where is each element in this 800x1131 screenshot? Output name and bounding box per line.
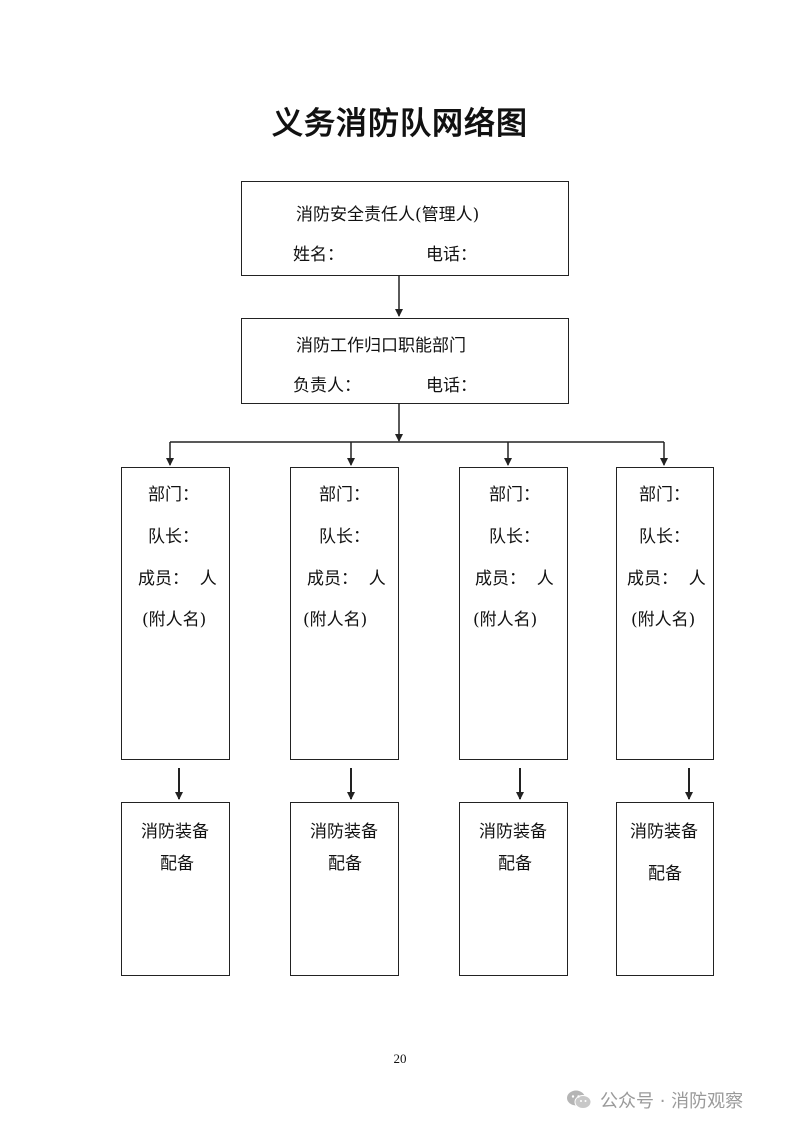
team-members-label: 成员： 人 xyxy=(627,569,706,589)
dept-box: 消防工作归口职能部门 负责人： 电话： xyxy=(241,318,569,404)
equipment-line2: 配备 xyxy=(160,854,194,874)
manager-box: 消防安全责任人(管理人) 姓名： 电话： xyxy=(241,181,569,276)
team-box-4: 部门： 队长： 成员： 人 (附人名) xyxy=(616,467,714,760)
team-names-label: (附人名) xyxy=(142,610,207,630)
equipment-line2: 配备 xyxy=(648,864,682,884)
team-box-3: 部门： 队长： 成员： 人 (附人名) xyxy=(459,467,568,760)
equipment-box-1: 消防装备 配备 xyxy=(121,802,230,976)
manager-heading: 消防安全责任人(管理人) xyxy=(296,205,480,225)
team-captain-label: 队长： xyxy=(319,527,370,547)
team-captain-label: 队长： xyxy=(148,527,199,547)
team-dept-label: 部门： xyxy=(148,485,199,505)
wechat-icon xyxy=(566,1089,592,1111)
equipment-line2: 配备 xyxy=(498,854,532,874)
dept-heading: 消防工作归口职能部门 xyxy=(296,336,466,356)
page-title: 义务消防队网络图 xyxy=(272,106,528,142)
dept-phone-label: 电话： xyxy=(426,376,477,396)
team-box-2: 部门： 队长： 成员： 人 (附人名) xyxy=(290,467,399,760)
equipment-box-2: 消防装备 配备 xyxy=(290,802,399,976)
manager-phone-label: 电话： xyxy=(426,245,477,265)
team-box-1: 部门： 队长： 成员： 人 (附人名) xyxy=(121,467,230,760)
team-names-label: (附人名) xyxy=(473,610,538,630)
team-members-label: 成员： 人 xyxy=(307,569,386,589)
equipment-line1: 消防装备 xyxy=(310,822,378,842)
page-number: 20 xyxy=(393,1051,407,1066)
team-names-label: (附人名) xyxy=(631,610,696,630)
team-captain-label: 队长： xyxy=(489,527,540,547)
equipment-line2: 配备 xyxy=(328,854,362,874)
team-captain-label: 队长： xyxy=(639,527,690,547)
dept-leader-label: 负责人： xyxy=(293,376,361,396)
team-dept-label: 部门： xyxy=(639,485,690,505)
watermark-text: 公众号 · 消防观察 xyxy=(600,1091,744,1112)
team-members-label: 成员： 人 xyxy=(138,569,217,589)
equipment-box-4: 消防装备 配备 xyxy=(616,802,714,976)
team-dept-label: 部门： xyxy=(319,485,370,505)
manager-name-label: 姓名： xyxy=(293,245,344,265)
equipment-line1: 消防装备 xyxy=(141,822,209,842)
team-members-label: 成员： 人 xyxy=(475,569,554,589)
equipment-line1: 消防装备 xyxy=(479,822,547,842)
team-dept-label: 部门： xyxy=(489,485,540,505)
equipment-box-3: 消防装备 配备 xyxy=(459,802,568,976)
watermark: 公众号 · 消防观察 xyxy=(566,1087,743,1113)
equipment-line1: 消防装备 xyxy=(630,822,698,842)
team-names-label: (附人名) xyxy=(303,610,368,630)
